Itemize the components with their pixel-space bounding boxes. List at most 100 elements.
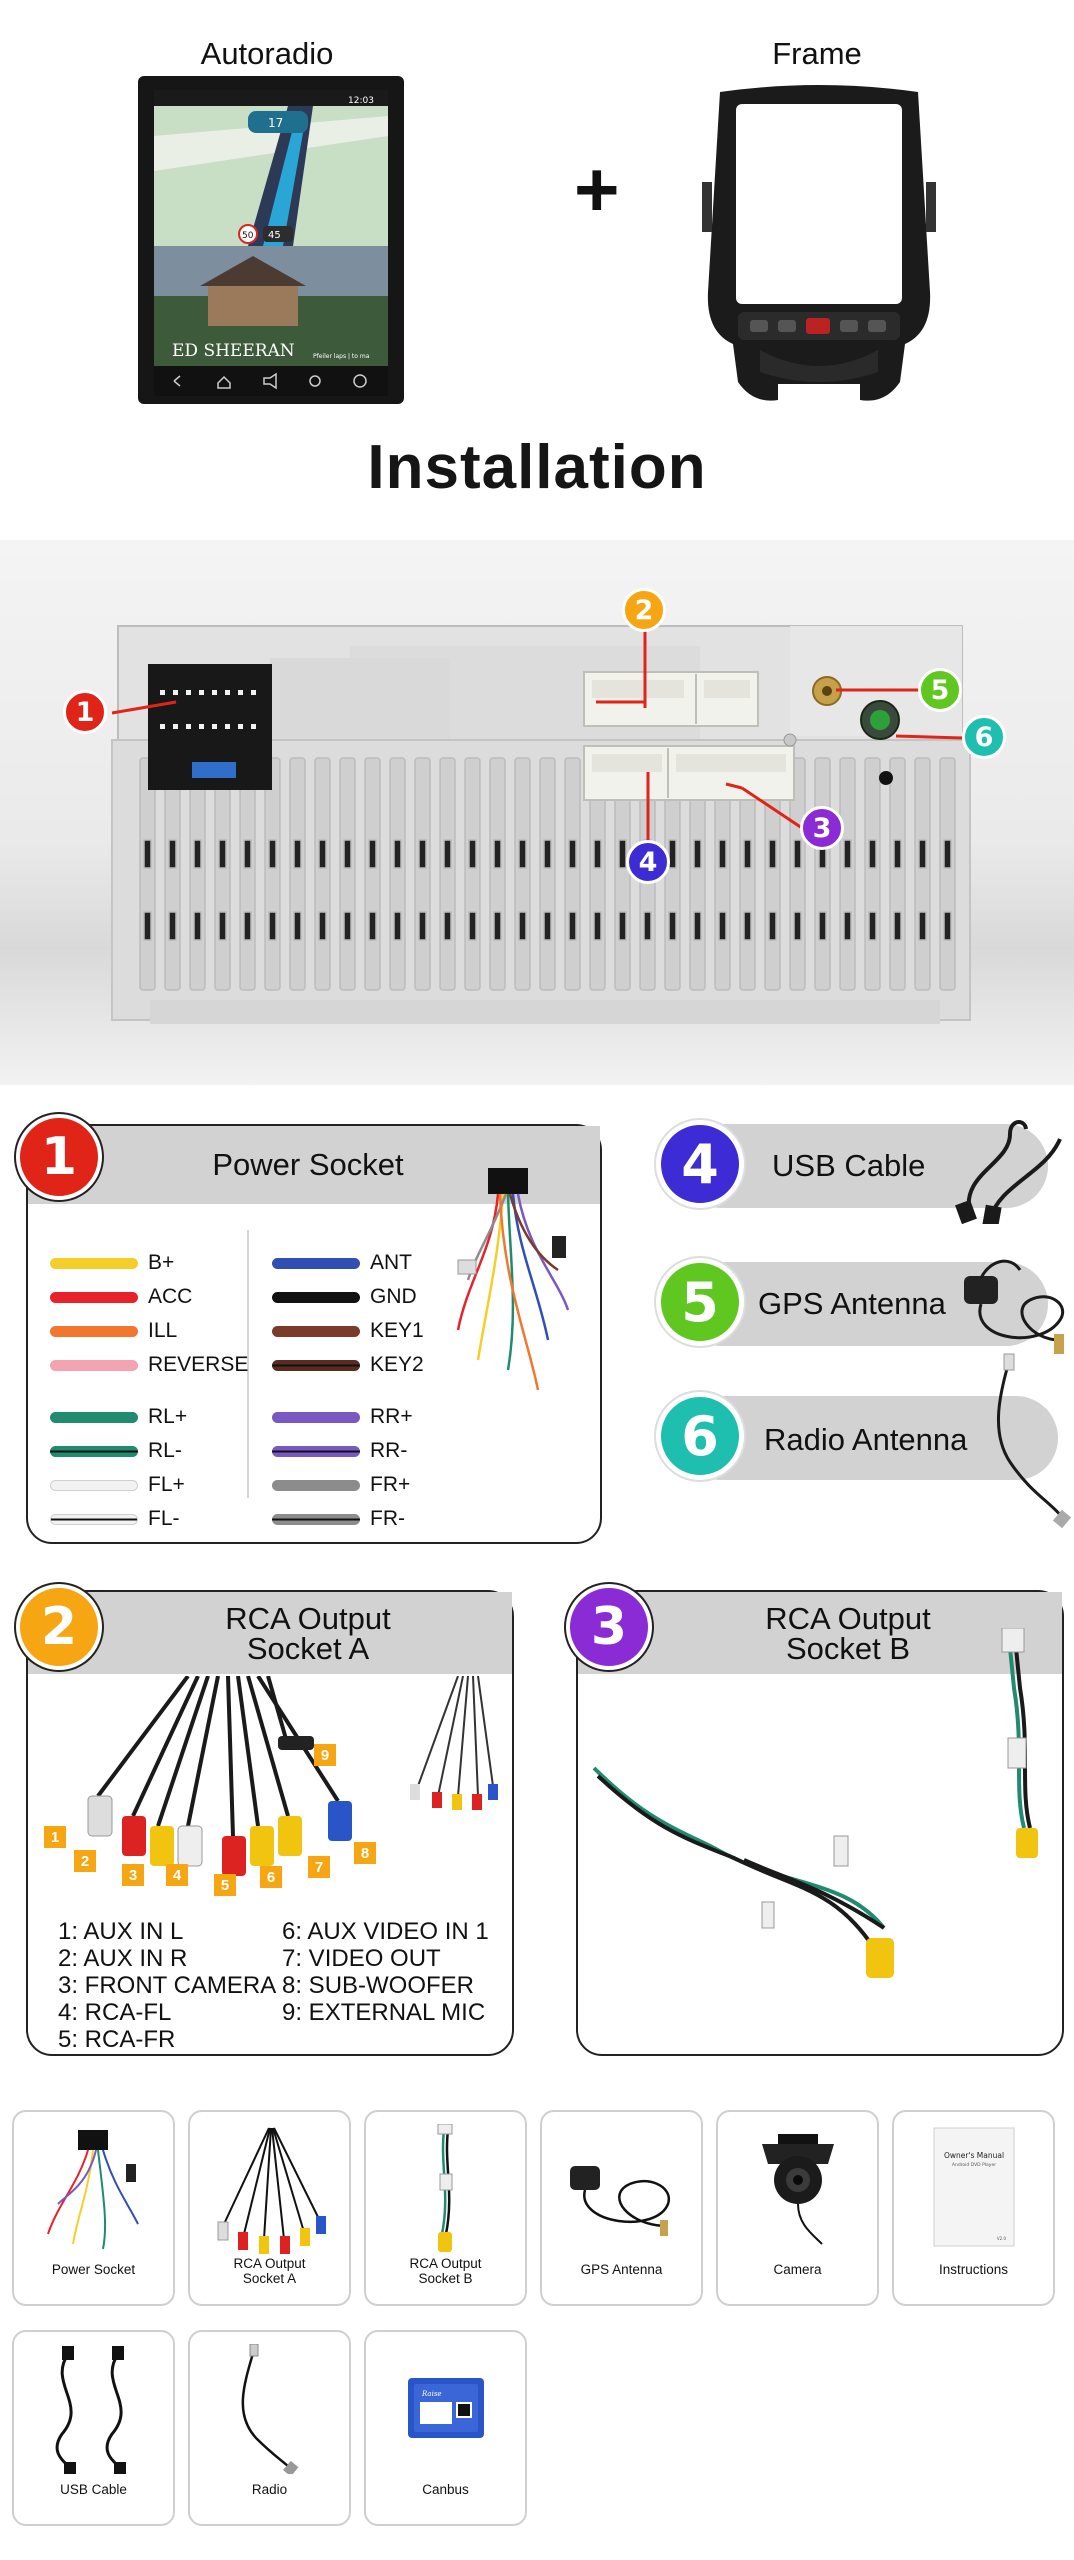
badge-1: 1 (63, 690, 107, 734)
wire-color-swatch (50, 1445, 138, 1457)
rca-a-title-line2: Socket A (246, 1631, 370, 1666)
rca-plug-tag: 3 (122, 1864, 144, 1886)
wire-color-swatch (272, 1479, 360, 1491)
left-wire-row: ILL (50, 1314, 177, 1348)
right-wire-row: GND (272, 1280, 417, 1314)
wire-color-swatch (50, 1325, 138, 1337)
package-item-card: GPS Antenna (540, 2110, 703, 2306)
wire-label: FR- (370, 1507, 405, 1530)
wire-label: RR+ (370, 1405, 413, 1428)
gps-antenna-image (964, 1259, 1065, 1354)
left-wire-row: FL- (50, 1502, 180, 1536)
rca-b-title-line1: RCA Output (765, 1601, 931, 1636)
autoradio-title: Autoradio (200, 36, 334, 71)
radio-antenna-label: Radio Antenna (764, 1422, 968, 1457)
heatsink-slot (268, 911, 277, 941)
heatsink-slot (943, 911, 952, 941)
rca-a-legend-right: 6: AUX VIDEO IN 1 7: VIDEO OUT 8: SUB-WO… (282, 1918, 489, 2026)
wire-color-swatch (50, 1513, 138, 1525)
left-wire-row: RL+ (50, 1400, 187, 1434)
heatsink-slot (843, 839, 852, 869)
connector-pin (238, 690, 243, 695)
heatsink-slot (743, 839, 752, 869)
connector-pin (173, 690, 178, 695)
rca-plug-tag: 5 (214, 1874, 236, 1896)
connector-pin (173, 724, 178, 729)
svg-text:V2.0: V2.0 (997, 2236, 1007, 2241)
heatsink-slot (493, 911, 502, 941)
wire-color-swatch (272, 1513, 360, 1525)
right-wire-row: KEY2 (272, 1348, 424, 1382)
heatsink-fin (189, 757, 206, 991)
heatsink-slot (943, 839, 952, 869)
right-wire-row: RR+ (272, 1400, 413, 1434)
heatsink-slot (318, 839, 327, 869)
connector-pin (160, 690, 165, 695)
rca-socket-b-panel: RCA Output Socket B (576, 1590, 1064, 2056)
heatsink-slot (193, 911, 202, 941)
heatsink-slot (618, 839, 627, 869)
wire-label: ILL (148, 1319, 178, 1342)
heatsink-slot (343, 911, 352, 941)
heatsink-slot (593, 839, 602, 869)
heatsink-slot (143, 911, 152, 941)
connector-pin (160, 724, 165, 729)
heatsink-slot (568, 839, 577, 869)
unit-rear-photo (0, 540, 1074, 1085)
svg-text:45: 45 (268, 230, 281, 241)
autoradio-image: 12:03 17 50 45 ED SHEERAN Pfeiler laps |… (138, 76, 404, 404)
heatsink-slot (468, 839, 477, 869)
package-item-label: GPS Antenna (580, 2262, 663, 2277)
heatsink-slot (443, 911, 452, 941)
usb-cable-badge: 4 (656, 1120, 744, 1208)
badge-4: 4 (626, 840, 670, 884)
wire-label: ANT (370, 1251, 412, 1274)
wire-color-swatch (50, 1291, 138, 1303)
connector-pin (225, 724, 230, 729)
wire-color-swatch (50, 1411, 138, 1423)
heatsink-fin (914, 757, 931, 991)
frame-title: Frame (772, 36, 862, 71)
heatsink-slot (918, 911, 927, 941)
gps-antenna-badge: 5 (656, 1258, 744, 1346)
connector-pin (251, 690, 256, 695)
package-item-card: Camera (716, 2110, 879, 2306)
heatsink-slot (368, 911, 377, 941)
wire-label: RL+ (148, 1405, 188, 1428)
heatsink-slot (168, 911, 177, 941)
rca-b-harness-image (592, 1628, 1038, 1978)
rca-plug-tag: 6 (260, 1866, 282, 1888)
heatsink-slot (718, 911, 727, 941)
left-wire-row: REVERSE (50, 1348, 248, 1382)
wire-label: KEY2 (370, 1353, 424, 1376)
heatsink-slot (768, 839, 777, 869)
power-socket-title: Power Socket (212, 1147, 404, 1182)
wire-color-swatch (272, 1325, 360, 1337)
status-time: 12:03 (348, 96, 374, 106)
radio-antenna-image (997, 1353, 1072, 1529)
wire-label: ACC (148, 1285, 193, 1308)
heatsink-fin (489, 757, 506, 991)
power-harness-image (456, 1168, 570, 1391)
heatsink-slot (668, 839, 677, 869)
heatsink-slot (143, 839, 152, 869)
camera-icon (732, 2124, 863, 2254)
heatsink-slot (418, 911, 427, 941)
package-item-label: Instructions (938, 2262, 1009, 2277)
heatsink-slot (768, 911, 777, 941)
rca-plug-tag: 9 (314, 1744, 336, 1766)
heatsink-fin (814, 757, 831, 991)
package-item-card: USB Cable (12, 2330, 175, 2526)
rca-a-legend-left: 1: AUX IN L 2: AUX IN R 3: FRONT CAMERA … (58, 1918, 277, 2053)
heatsink-slot (418, 839, 427, 869)
heatsink-fin (864, 757, 881, 991)
wire-label: REVERSE (148, 1353, 249, 1376)
heatsink-slot (243, 911, 252, 941)
heatsink-slot (568, 911, 577, 941)
right-wire-row: ANT (272, 1246, 412, 1280)
